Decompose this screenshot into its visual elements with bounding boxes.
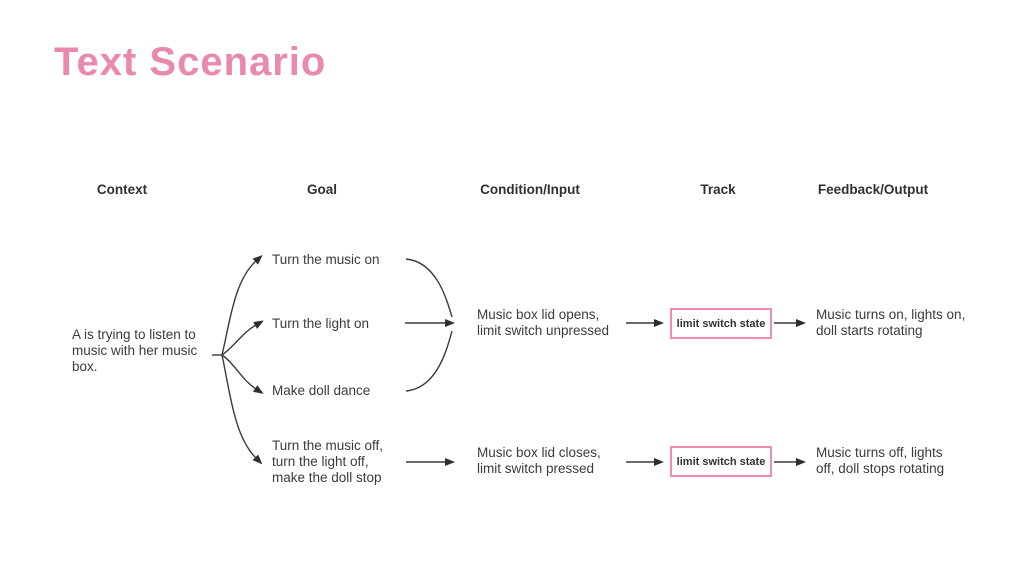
column-header-feedback-output: Feedback/Output bbox=[817, 182, 929, 197]
merge-from-goal-1 bbox=[405, 258, 453, 318]
condition-text-row-2: Music box lid closes, limit switch press… bbox=[477, 445, 601, 476]
goal-item-3: Make doll dance bbox=[272, 383, 371, 398]
goal-item-1: Turn the music on bbox=[272, 252, 380, 267]
column-header-track: Track bbox=[700, 182, 736, 197]
page-title: Text Scenario bbox=[54, 40, 327, 84]
fork-to-goal-3 bbox=[221, 354, 264, 394]
column-header-context: Context bbox=[96, 182, 148, 197]
track-box-row-2: limit switch state bbox=[670, 446, 772, 477]
condition-text-row-1: Music box lid opens, limit switch unpres… bbox=[477, 307, 610, 338]
fork-to-goal-2 bbox=[221, 320, 264, 356]
feedback-text-row-1: Music turns on, lights on, doll starts r… bbox=[816, 307, 966, 338]
column-header-goal: Goal bbox=[306, 182, 338, 197]
goal-item-4: Turn the music off, turn the light off, … bbox=[272, 438, 384, 485]
track-box-label-row-2: limit switch state bbox=[676, 455, 766, 468]
context-text: A is trying to listen to music with her … bbox=[72, 327, 198, 374]
track-box-label-row-1: limit switch state bbox=[676, 317, 766, 330]
track-box-row-1: limit switch state bbox=[670, 308, 772, 339]
merge-from-goal-3 bbox=[405, 330, 453, 392]
column-header-condition-input: Condition/Input bbox=[480, 182, 580, 197]
fork-to-goal-1 bbox=[221, 254, 263, 356]
goal-item-2: Turn the light on bbox=[272, 316, 370, 331]
fork-to-goal-4 bbox=[221, 354, 263, 465]
feedback-text-row-2: Music turns off, lights off, doll stops … bbox=[816, 445, 945, 476]
